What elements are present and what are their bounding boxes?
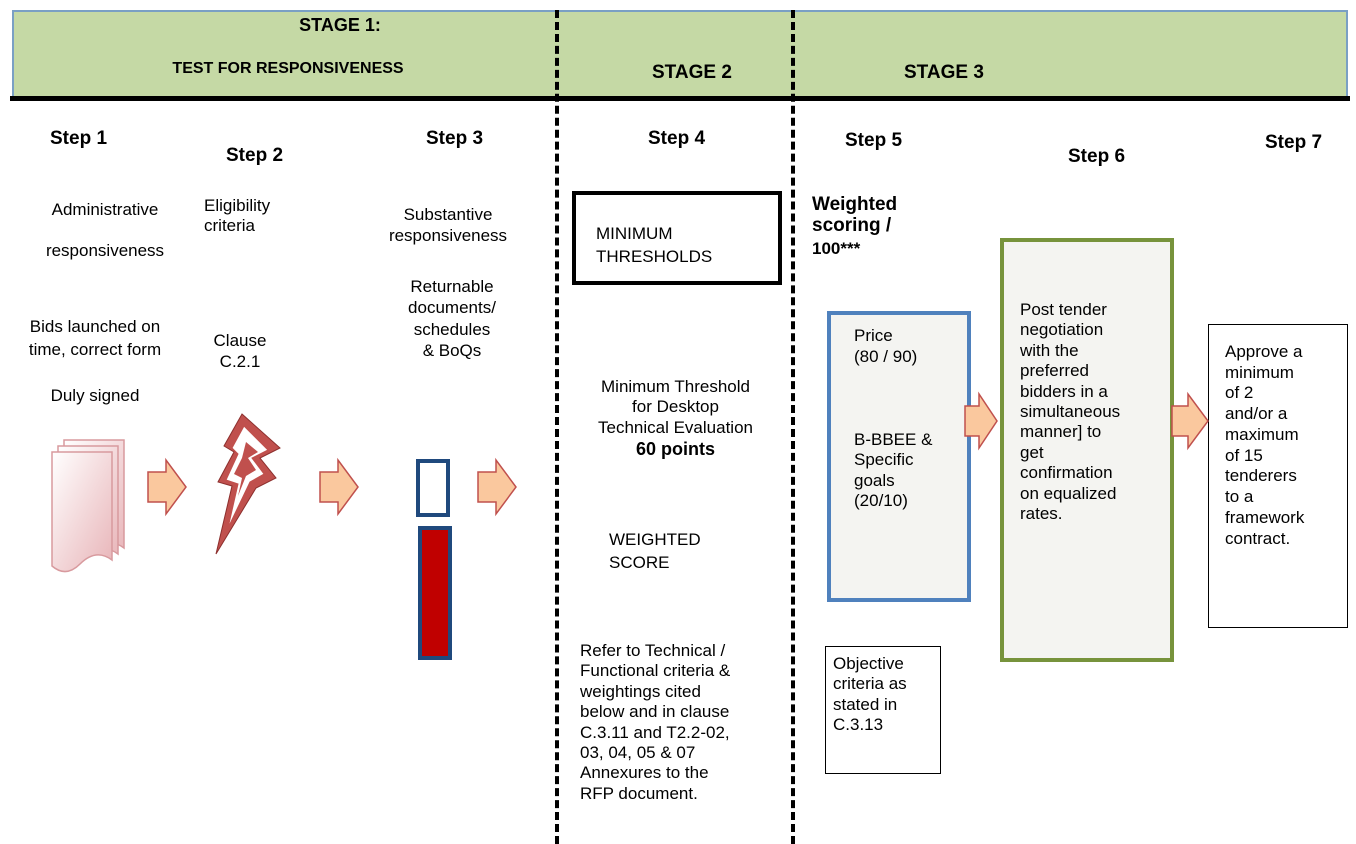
negotiation-box <box>1000 238 1174 662</box>
step3-heading: Step 3 <box>426 128 484 149</box>
total-score: 100 <box>812 239 841 258</box>
price-bbbee-box <box>827 311 971 602</box>
negotiation-text: Post tender negotiation with the preferr… <box>1020 300 1121 523</box>
bar-gauge-icon <box>416 459 452 660</box>
step2-heading: Step 2 <box>226 145 284 166</box>
right-arrow-icon <box>147 457 187 517</box>
stage3-label: STAGE 3 <box>904 62 984 83</box>
right-arrow-icon <box>477 457 517 517</box>
step2-title: Eligibility criteria <box>204 196 271 235</box>
step7-heading: Step 7 <box>1265 132 1323 153</box>
step2-detail: Clause C.2.1 <box>213 331 267 372</box>
step1-detail: Bids launched on time, correct form Duly… <box>28 317 162 405</box>
framework-text: Approve a minimum of 2 and/or a maximum … <box>1225 342 1305 548</box>
step6-heading: Step 6 <box>1068 146 1126 167</box>
minimum-thresholds-box <box>572 191 782 285</box>
price-text: Price (80 / 90) <box>854 326 918 367</box>
stage-banner <box>12 10 1348 98</box>
right-arrow-icon <box>1171 391 1209 451</box>
stage-divider-2 <box>791 10 795 844</box>
right-arrow-icon <box>964 391 998 451</box>
right-arrow-icon <box>319 457 359 517</box>
framework-box <box>1208 324 1348 628</box>
threshold-points: 60 points <box>635 439 715 459</box>
stage-divider-1 <box>555 10 559 844</box>
banner-rule <box>10 96 1350 101</box>
stage2-label: STAGE 2 <box>652 62 732 83</box>
weighted-score-label: WEIGHTED SCORE <box>609 530 701 572</box>
stage1-subtitle: TEST FOR RESPONSIVENESS <box>172 60 404 77</box>
step1-title: Administrative responsiveness <box>45 200 165 260</box>
stage1-label: STAGE 1: <box>299 15 381 35</box>
footnote-stars: *** <box>840 239 861 258</box>
minimum-thresholds-label: MINIMUM THRESHOLDS <box>596 224 713 266</box>
step3-detail: Returnable documents/ schedules & BoQs <box>408 277 496 360</box>
documents-icon <box>51 439 125 573</box>
threshold-text: Minimum Threshold for Desktop Technical … <box>598 377 753 437</box>
step3-title: Substantive responsiveness <box>388 205 508 246</box>
step4-heading: Step 4 <box>648 128 706 149</box>
step1-heading: Step 1 <box>50 128 108 149</box>
bbbee-text: B-BBEE & Specific goals (20/10) <box>854 430 933 511</box>
weighted-scoring-title: Weighted scoring / <box>812 194 898 237</box>
step5-heading: Step 5 <box>845 130 903 151</box>
weighted-scoring-total: 100*** <box>812 239 860 259</box>
stage1-heading: STAGE 1: <box>140 16 540 34</box>
objective-criteria-box <box>825 646 941 774</box>
refer-text: Refer to Technical / Functional criteria… <box>580 641 731 803</box>
lightning-icon <box>215 413 281 555</box>
objective-criteria-text: Objective criteria as stated in C.3.13 <box>833 654 907 735</box>
